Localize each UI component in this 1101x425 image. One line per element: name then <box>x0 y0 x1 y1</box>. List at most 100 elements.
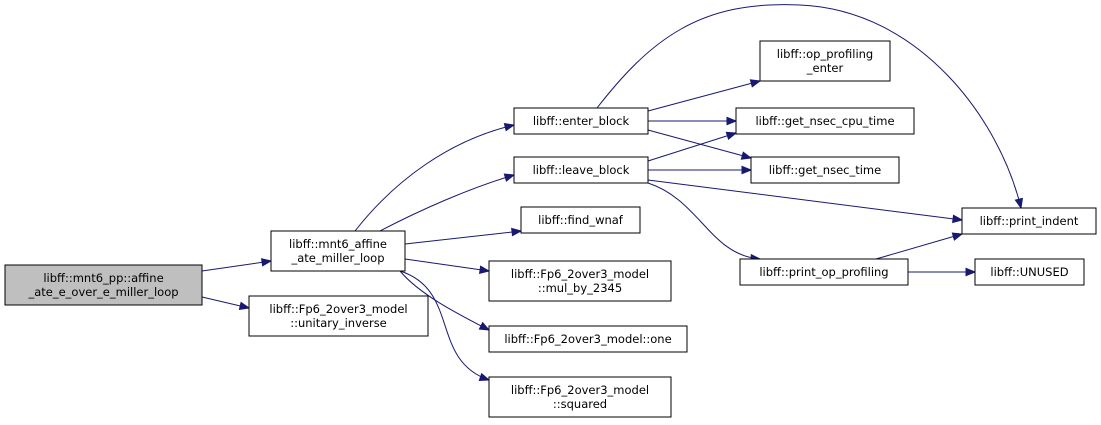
call-edges <box>201 4 1024 382</box>
edge-leave_block-to-print_op_profiling <box>647 182 762 263</box>
edge-line <box>399 270 490 381</box>
arrow-head-icon <box>503 173 516 182</box>
node-box <box>739 258 909 286</box>
node-find-wnaf[interactable]: libff::find_wnaf <box>520 206 641 234</box>
edge-line <box>875 233 963 260</box>
arrow-head-icon <box>511 227 523 237</box>
arrow-head-icon <box>726 116 738 126</box>
node-label-line: _enter <box>806 61 844 75</box>
arrow-head-icon <box>1014 197 1024 210</box>
node-label-line: ::mul_by_2345 <box>538 281 622 295</box>
arrow-head-icon <box>965 267 977 277</box>
arrow-head-icon <box>951 232 964 241</box>
edge-line <box>647 179 963 221</box>
arrow-head-icon <box>725 131 738 141</box>
arrow-head-icon <box>749 79 762 88</box>
node-box <box>974 258 1085 286</box>
edge-leave_block-to-get_nsec_cpu_time <box>647 131 738 162</box>
node-box <box>513 156 649 184</box>
edge-leave_block-to-get_nsec_time <box>648 165 753 175</box>
node-box <box>270 230 406 272</box>
node-mnt6-loop[interactable]: libff::mnt6_affine_ate_miller_loop <box>270 230 406 272</box>
node-label-line: libff::Fp6_2over3_model <box>511 267 649 281</box>
edge-line <box>399 270 490 331</box>
edge-enter_block-to-get_nsec_time <box>647 129 753 160</box>
node-mul-by-2345[interactable]: libff::Fp6_2over3_model::mul_by_2345 <box>488 260 672 302</box>
edge-mnt6_loop-to-find_wnaf <box>404 227 523 245</box>
arrow-head-icon <box>503 122 516 132</box>
node-squared[interactable]: libff::Fp6_2over3_model::squared <box>488 376 672 418</box>
node-enter-block[interactable]: libff::enter_block <box>513 107 649 135</box>
node-label-line: libff::Fp6_2over3_model::one <box>504 332 671 346</box>
node-label-line: libff::print_indent <box>980 214 1079 228</box>
edge-line <box>647 182 761 260</box>
edge-enter_block-to-get_nsec_cpu_time <box>648 116 738 126</box>
edge-root-to-unitary_inverse <box>201 296 251 311</box>
node-unused[interactable]: libff::UNUSED <box>974 258 1085 286</box>
edge-enter_block-to-print_indent <box>596 4 1024 210</box>
edge-mnt6_loop-to-squared <box>399 270 491 382</box>
node-label-line: ::unitary_inverse <box>290 316 387 330</box>
node-print-indent[interactable]: libff::print_indent <box>961 207 1097 235</box>
node-get-nsec-cpu-time[interactable]: libff::get_nsec_cpu_time <box>735 107 915 135</box>
edge-mnt6_loop-to-leave_block <box>379 173 516 232</box>
arrow-head-icon <box>741 165 753 175</box>
arrow-head-icon <box>478 321 491 331</box>
node-box <box>488 376 672 418</box>
edge-leave_block-to-print_indent <box>647 179 964 224</box>
node-box <box>4 264 203 306</box>
node-label-line: libff::find_wnaf <box>538 213 624 227</box>
node-box <box>488 325 688 353</box>
node-label-line: libff::mnt6_pp::affine <box>43 271 163 285</box>
node-label-line: libff::UNUSED <box>990 265 1068 279</box>
edge-line <box>379 174 515 232</box>
node-root[interactable]: libff::mnt6_pp::affine_ate_e_over_e_mill… <box>4 264 203 306</box>
arrow-head-icon <box>740 151 753 160</box>
arrow-head-icon <box>478 265 491 274</box>
node-label-line: libff::print_op_profiling <box>759 265 888 279</box>
node-label-line: _ate_e_over_e_miller_loop <box>27 285 178 299</box>
node-label-line: _ate_miller_loop <box>290 251 384 265</box>
node-box <box>961 207 1097 235</box>
node-one[interactable]: libff::Fp6_2over3_model::one <box>488 325 688 353</box>
edge-print_op_profiling-to-print_indent <box>875 232 964 260</box>
node-label-line: ::squared <box>553 397 607 411</box>
node-box <box>735 107 915 135</box>
arrow-head-icon <box>478 372 491 382</box>
edge-root-to-mnt6_loop <box>201 258 273 272</box>
node-box <box>520 206 641 234</box>
edge-enter_block-to-op_profiling_enter <box>647 79 762 112</box>
edge-line <box>596 4 1022 209</box>
arrow-head-icon <box>952 214 964 224</box>
node-get-nsec-time[interactable]: libff::get_nsec_time <box>750 156 900 184</box>
node-label-line: libff::get_nsec_cpu_time <box>755 114 894 128</box>
node-label-line: libff::mnt6_affine <box>289 237 387 251</box>
edge-line <box>201 260 272 272</box>
edge-line <box>404 258 490 272</box>
edge-line <box>404 230 522 245</box>
node-label-line: libff::op_profiling <box>777 47 873 61</box>
node-box <box>759 40 891 82</box>
node-op-profiling-enter[interactable]: libff::op_profiling_enter <box>759 40 891 82</box>
node-leave-block[interactable]: libff::leave_block <box>513 156 649 184</box>
edge-line <box>647 129 752 159</box>
node-box <box>248 295 429 337</box>
edge-mnt6_loop-to-one <box>399 270 491 331</box>
node-label-line: libff::leave_block <box>533 163 630 177</box>
edge-line <box>647 80 761 112</box>
edge-line <box>647 132 737 162</box>
arrow-head-icon <box>260 258 273 267</box>
node-print-op-profiling[interactable]: libff::print_op_profiling <box>739 258 909 286</box>
edge-print_op_profiling-to-unused <box>908 267 977 277</box>
node-label-line: libff::enter_block <box>533 114 630 128</box>
node-unitary-inverse[interactable]: libff::Fp6_2over3_model::unitary_inverse <box>248 295 429 337</box>
node-label-line: libff::Fp6_2over3_model <box>511 383 649 397</box>
node-box <box>488 260 672 302</box>
edge-line <box>354 124 515 232</box>
edge-mnt6_loop-to-mul_by_2345 <box>404 258 491 274</box>
node-box <box>750 156 900 184</box>
node-label-line: libff::get_nsec_time <box>769 163 881 177</box>
edge-mnt6_loop-to-enter_block <box>354 122 516 232</box>
node-label-line: libff::Fp6_2over3_model <box>269 302 407 316</box>
